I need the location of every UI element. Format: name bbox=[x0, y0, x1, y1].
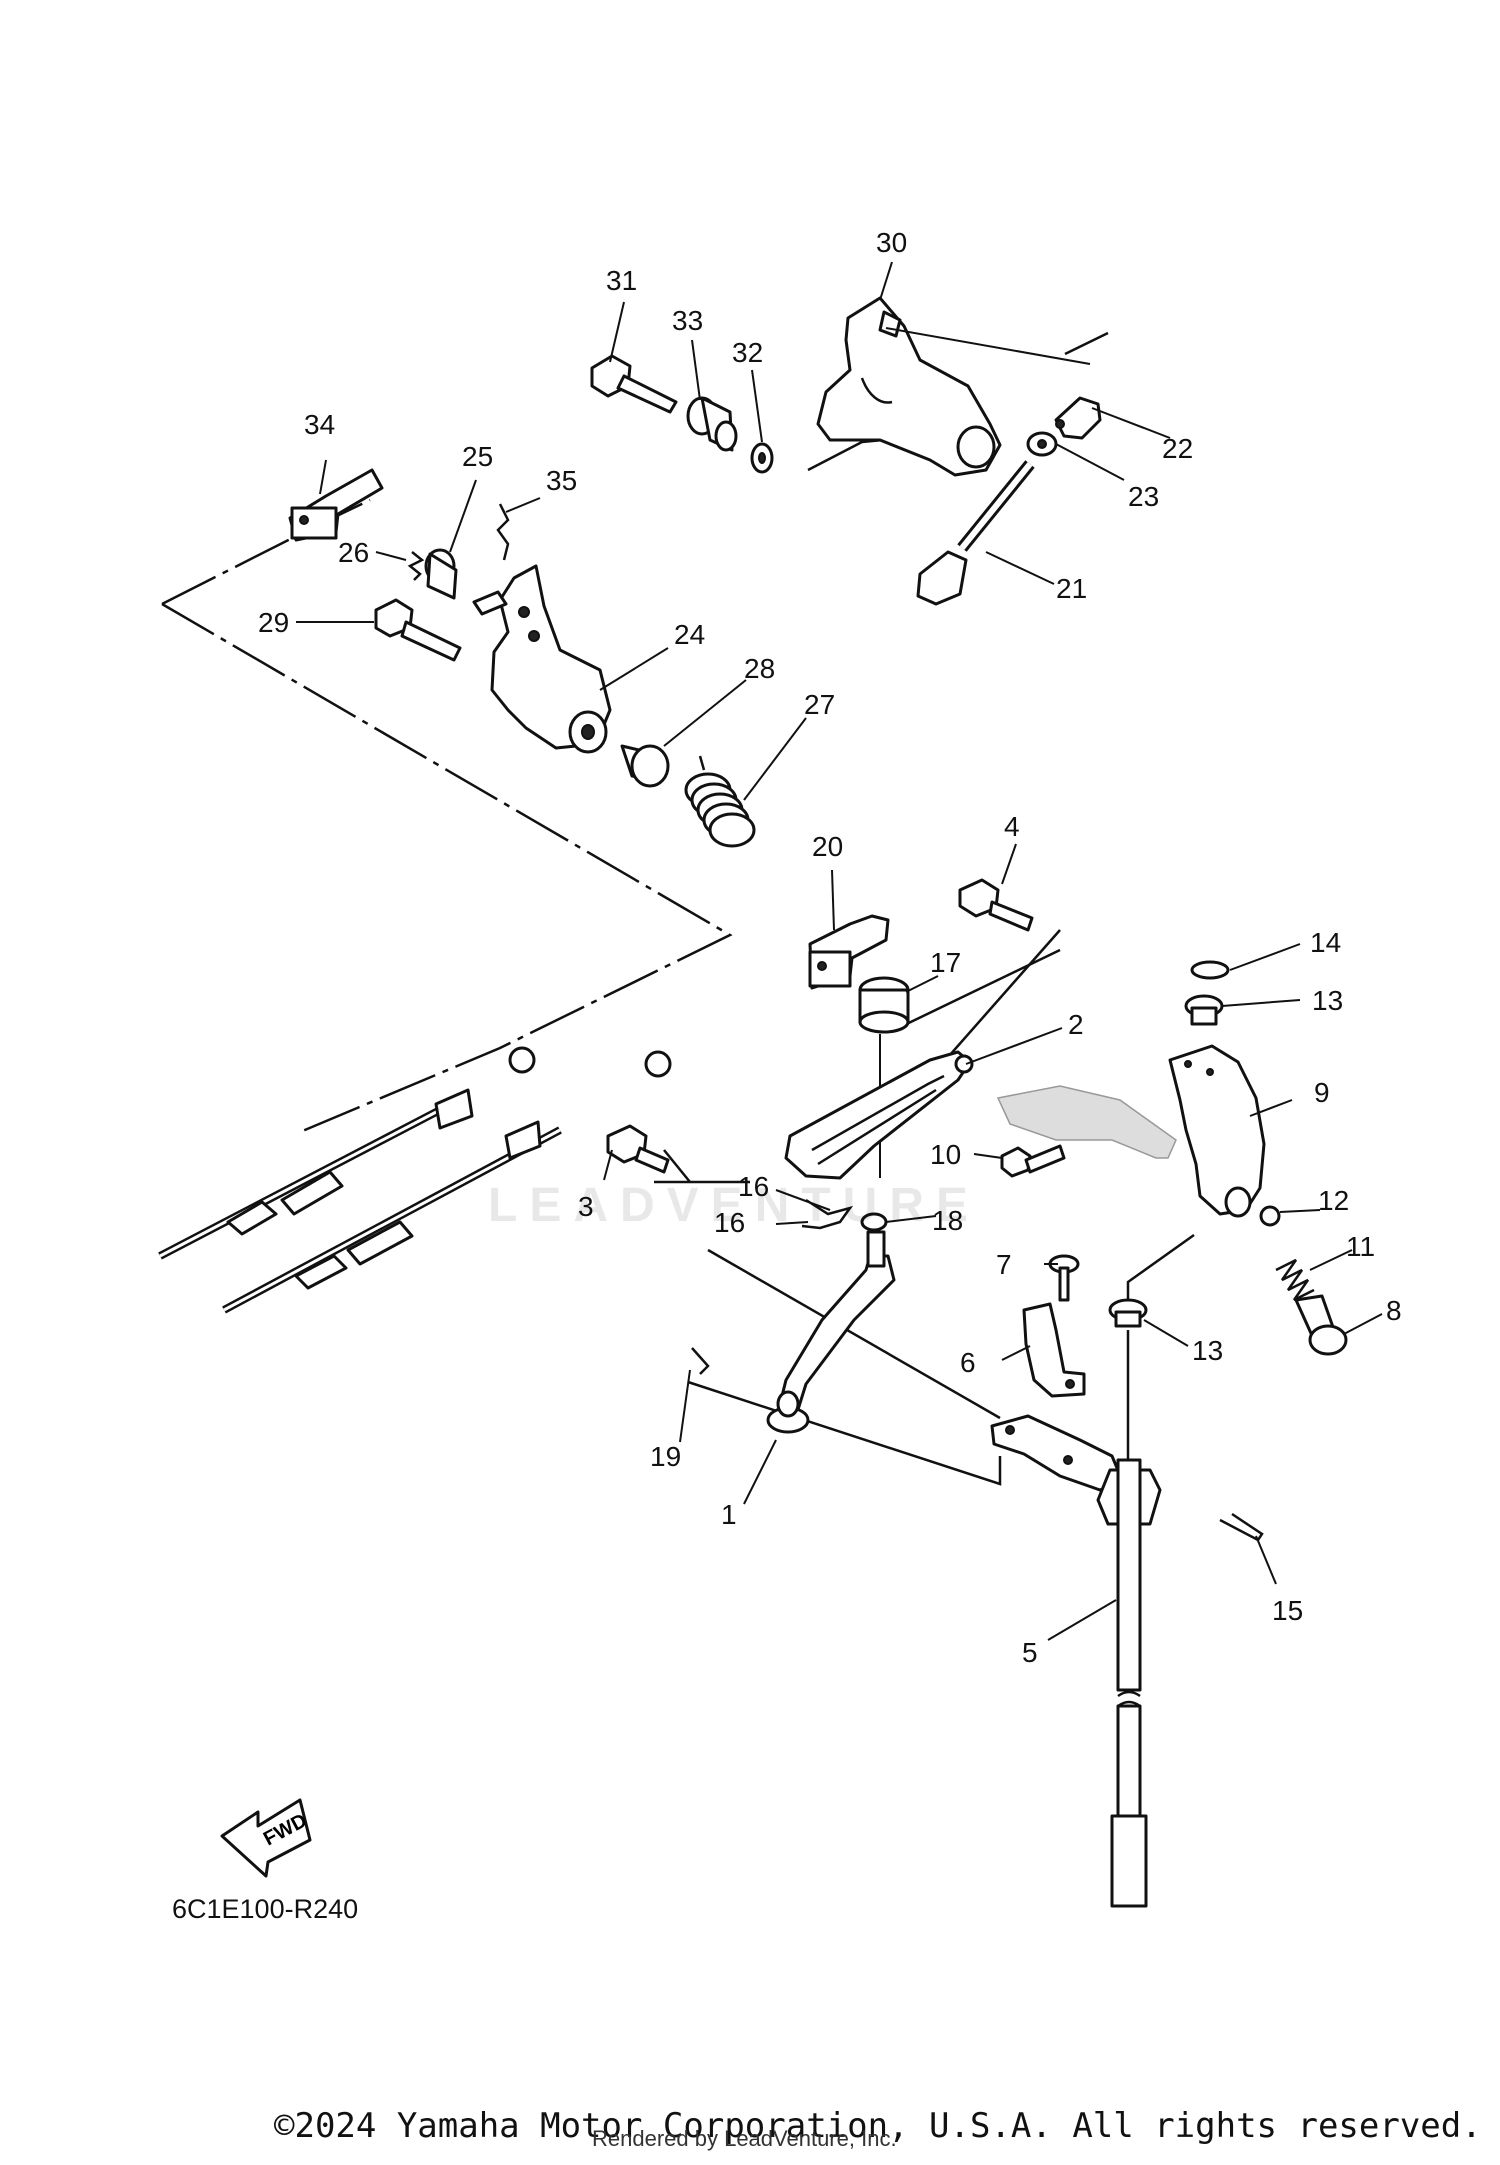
callout-18[interactable]: 18 bbox=[932, 1205, 963, 1236]
callout-25[interactable]: 25 bbox=[462, 441, 493, 472]
callout-5[interactable]: 5 bbox=[1022, 1637, 1038, 1668]
part-9-bracket[interactable] bbox=[1168, 1044, 1266, 1218]
part-7-screw[interactable] bbox=[1048, 1254, 1080, 1302]
callout-30[interactable]: 30 bbox=[876, 227, 907, 258]
part-3-bolt[interactable] bbox=[606, 1124, 670, 1174]
callout-26[interactable]: 26 bbox=[338, 537, 369, 568]
callout-10[interactable]: 10 bbox=[930, 1139, 961, 1170]
callout-20[interactable]: 20 bbox=[812, 831, 843, 862]
part-8-plunger[interactable] bbox=[1294, 1294, 1348, 1356]
callout-22[interactable]: 22 bbox=[1162, 433, 1193, 464]
part-27-spring[interactable] bbox=[684, 755, 756, 848]
part-13-bushing-upper[interactable] bbox=[1184, 994, 1224, 1026]
callout-31[interactable]: 31 bbox=[606, 265, 637, 296]
callout-2[interactable]: 2 bbox=[1068, 1009, 1084, 1040]
leader-lines bbox=[296, 261, 1383, 1641]
callout-17[interactable]: 17 bbox=[930, 947, 961, 978]
part-34-cable-joint[interactable] bbox=[288, 468, 384, 542]
part-14-washer[interactable] bbox=[1190, 960, 1230, 980]
callout-24[interactable]: 24 bbox=[674, 619, 705, 650]
part-12-ball[interactable] bbox=[1259, 1205, 1281, 1227]
copyright-notice: ©2024 Yamaha Motor Corporation, U.S.A. A… bbox=[274, 2106, 1482, 2146]
callout-7[interactable]: 7 bbox=[996, 1249, 1012, 1280]
part-15-cotter-pin[interactable] bbox=[1219, 1512, 1264, 1542]
part-20-cable-joint[interactable] bbox=[808, 914, 890, 990]
part-11-spring[interactable] bbox=[1275, 1258, 1315, 1302]
callout-15[interactable]: 15 bbox=[1272, 1595, 1303, 1626]
callout-33[interactable]: 33 bbox=[672, 305, 703, 336]
part-13-bushing-lower[interactable] bbox=[1108, 1298, 1148, 1328]
part-10-screw[interactable] bbox=[1000, 1144, 1066, 1178]
callout-16-lower[interactable]: 16 bbox=[714, 1207, 745, 1238]
callouts: 1 2 3 4 5 6 7 8 9 10 11 12 13 13 14 15 1… bbox=[258, 227, 1402, 1668]
part-26-clip[interactable] bbox=[407, 551, 425, 581]
callout-32[interactable]: 32 bbox=[732, 337, 763, 368]
callout-35[interactable]: 35 bbox=[546, 465, 577, 496]
part-32-washer[interactable] bbox=[750, 442, 774, 474]
callout-3[interactable]: 3 bbox=[578, 1191, 594, 1222]
part-24-lever[interactable] bbox=[472, 564, 612, 754]
callout-13-upper[interactable]: 13 bbox=[1312, 985, 1343, 1016]
callout-8[interactable]: 8 bbox=[1386, 1295, 1402, 1326]
part-5-shift-rod[interactable] bbox=[990, 1414, 1162, 1908]
cable-lower bbox=[222, 1050, 672, 1314]
callout-29[interactable]: 29 bbox=[258, 607, 289, 638]
part-25-collar[interactable] bbox=[424, 548, 458, 600]
callout-6[interactable]: 6 bbox=[960, 1347, 976, 1378]
part-23-nut[interactable] bbox=[1026, 431, 1058, 457]
part-4-bolt[interactable] bbox=[958, 878, 1034, 932]
callout-4[interactable]: 4 bbox=[1004, 811, 1020, 842]
part-29-bolt[interactable] bbox=[374, 598, 462, 662]
callout-13-lower[interactable]: 13 bbox=[1192, 1335, 1223, 1366]
callout-1[interactable]: 1 bbox=[721, 1499, 737, 1530]
diagram-code: 6C1E100-R240 bbox=[172, 1894, 359, 1924]
part-16-clip[interactable] bbox=[801, 1198, 854, 1230]
callout-28[interactable]: 28 bbox=[744, 653, 775, 684]
cable-upper bbox=[158, 1046, 536, 1260]
callout-12[interactable]: 12 bbox=[1318, 1185, 1349, 1216]
part-2-slider[interactable] bbox=[784, 1050, 974, 1180]
part-22-clip[interactable] bbox=[1054, 396, 1102, 440]
callout-11[interactable]: 11 bbox=[1346, 1231, 1375, 1262]
part-17-collar[interactable] bbox=[858, 976, 910, 1034]
part-9-plate-shadow bbox=[996, 1085, 1177, 1159]
part-19-pin[interactable] bbox=[691, 1347, 710, 1375]
callout-19[interactable]: 19 bbox=[650, 1441, 681, 1472]
part-1-shift-arm[interactable] bbox=[766, 1230, 896, 1434]
callout-21[interactable]: 21 bbox=[1056, 573, 1087, 604]
callout-9[interactable]: 9 bbox=[1314, 1077, 1330, 1108]
part-33-collar[interactable] bbox=[686, 396, 738, 452]
part-28-collar[interactable] bbox=[620, 744, 670, 788]
part-21-rod[interactable] bbox=[916, 460, 1035, 606]
callout-14[interactable]: 14 bbox=[1310, 927, 1341, 958]
callout-16-upper[interactable]: 16 bbox=[738, 1171, 769, 1202]
callout-34[interactable]: 34 bbox=[304, 409, 335, 440]
part-6-stopper[interactable] bbox=[1022, 1302, 1086, 1398]
callout-23[interactable]: 23 bbox=[1128, 481, 1159, 512]
watermark: LEADVENTURE bbox=[488, 1179, 981, 1232]
callout-27[interactable]: 27 bbox=[804, 689, 835, 720]
part-30-bracket[interactable] bbox=[816, 296, 1002, 477]
fwd-arrow-icon: FWD bbox=[220, 1798, 312, 1878]
part-31-bolt[interactable] bbox=[590, 354, 678, 414]
rendered-by-notice: Rendered by LeadVenture, Inc. bbox=[592, 2126, 897, 2151]
part-35-clip[interactable] bbox=[496, 503, 510, 561]
